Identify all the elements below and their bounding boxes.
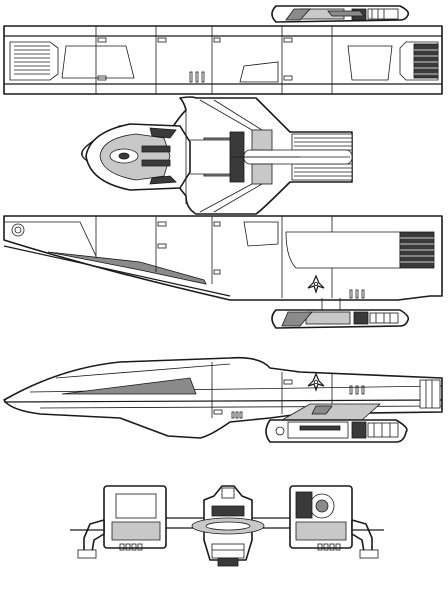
front-left-pod <box>103 485 167 551</box>
view-ventral <box>3 215 443 329</box>
front-center-hull <box>166 485 290 567</box>
ventral-hull <box>3 215 443 301</box>
front-right-pod <box>289 485 353 551</box>
side-nacelle <box>265 403 408 443</box>
ventral-nacelle <box>271 298 410 329</box>
top-nacelle <box>271 5 410 23</box>
view-side-profile <box>3 356 443 443</box>
aft-engine-block <box>243 133 353 181</box>
side-hull <box>3 356 443 439</box>
view-top-dorsal <box>3 5 443 95</box>
front-left-strut <box>70 519 105 559</box>
view-front-elevation <box>70 485 384 567</box>
front-right-strut <box>351 519 384 559</box>
trefoil-insignia-icon <box>307 372 325 392</box>
center-spine <box>185 129 300 185</box>
trefoil-insignia-icon <box>307 274 325 294</box>
dorsal-hull <box>3 25 443 95</box>
view-plan-forward <box>81 96 353 215</box>
forward-command-pod <box>85 123 191 191</box>
